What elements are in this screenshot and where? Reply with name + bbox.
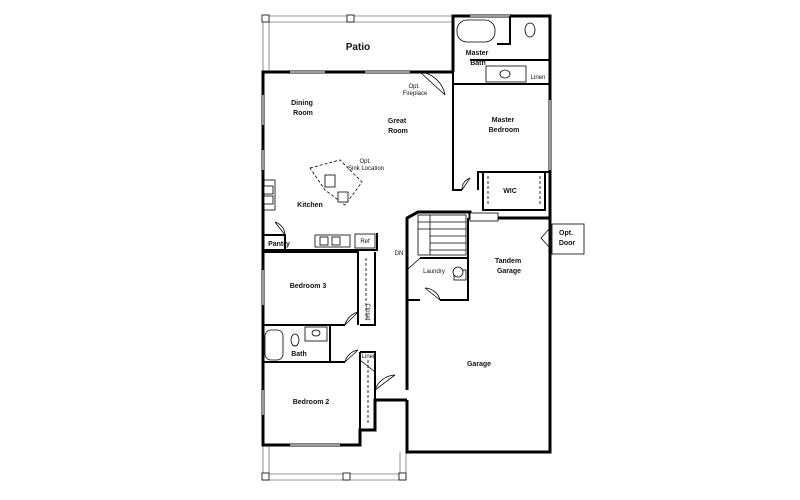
label-closet: Closet bbox=[364, 303, 370, 320]
label-garage: Garage bbox=[467, 361, 491, 368]
front-porch-outline bbox=[261, 444, 407, 481]
label-opt-sink-location: Opt. Sink Location bbox=[348, 159, 384, 172]
label-great-room: Great Room bbox=[388, 118, 408, 135]
kitchen-fixtures bbox=[262, 159, 376, 249]
bathtub-icon bbox=[264, 19, 496, 361]
sink-icon bbox=[324, 174, 336, 188]
sink-icon bbox=[304, 65, 527, 342]
label-kitchen: Kitchen bbox=[297, 202, 323, 209]
exterior-walls bbox=[261, 14, 552, 454]
label-bedroom-3: Bedroom 3 bbox=[290, 283, 327, 290]
label-linen-master: Linen bbox=[531, 75, 546, 81]
label-master-bath: Master Bath bbox=[466, 50, 491, 67]
patio-outline bbox=[261, 14, 453, 72]
label-tandem-garage: Tandem Garage bbox=[495, 258, 523, 275]
stair-icon bbox=[417, 212, 499, 256]
label-opt-door: Opt. Door bbox=[559, 230, 576, 247]
label-master-bedroom: Master Bedroom bbox=[489, 117, 520, 134]
label-bedroom-2: Bedroom 2 bbox=[293, 399, 330, 406]
closet-rods bbox=[365, 176, 541, 425]
label-ref: Ref bbox=[360, 239, 370, 245]
windows bbox=[262, 15, 551, 446]
label-dn: DN bbox=[395, 251, 404, 257]
door-swing-icon bbox=[274, 71, 551, 391]
label-patio: Patio bbox=[346, 42, 370, 53]
label-bath: Bath bbox=[291, 351, 307, 358]
interior-walls bbox=[263, 16, 550, 430]
label-wic: WIC bbox=[503, 188, 517, 195]
label-laundry: Laundry bbox=[423, 269, 445, 275]
label-dining-room: Dining Room bbox=[291, 100, 315, 117]
label-pantry: Pantry bbox=[268, 241, 290, 248]
label-linen: Linen bbox=[362, 354, 377, 360]
label-opt-fireplace: Opt. Fireplace bbox=[403, 84, 428, 97]
